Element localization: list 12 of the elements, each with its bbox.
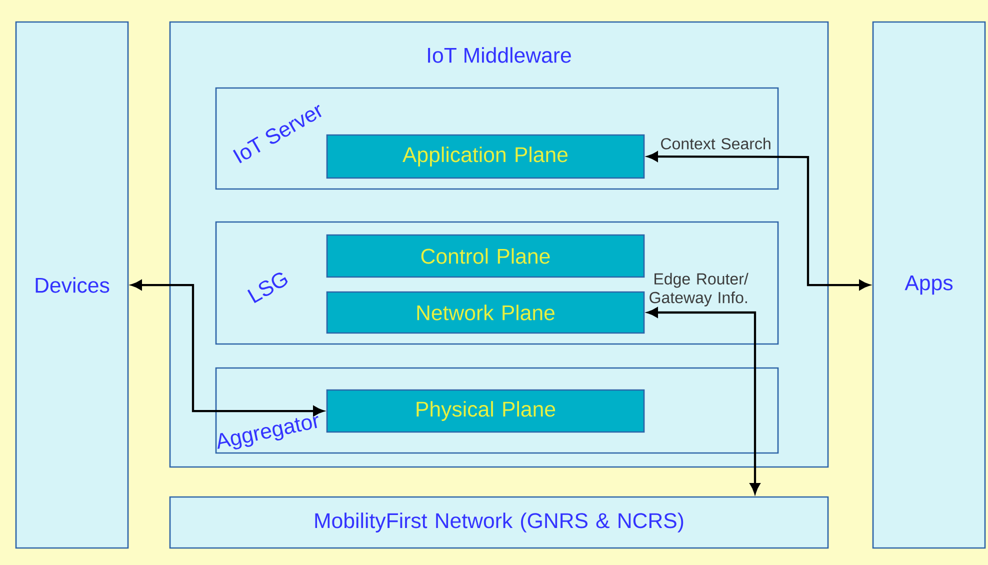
arrow [647,152,870,290]
plane-box: Control Plane [326,234,645,278]
edge-label: Edge Router/ Gateway Info. [650,272,748,306]
layer-box: Devices [15,21,129,549]
plane-box: Application Plane [326,134,645,179]
edge-label: Context Search [661,138,770,150]
arrow [131,280,324,416]
plane-box: Physical Plane [326,389,645,433]
layer-box: MobilityFirst Network (GNRS & NCRS) [169,496,829,549]
plane-box: Network Plane [326,291,645,334]
layer-box: Apps [872,21,986,549]
arrow [647,307,760,494]
